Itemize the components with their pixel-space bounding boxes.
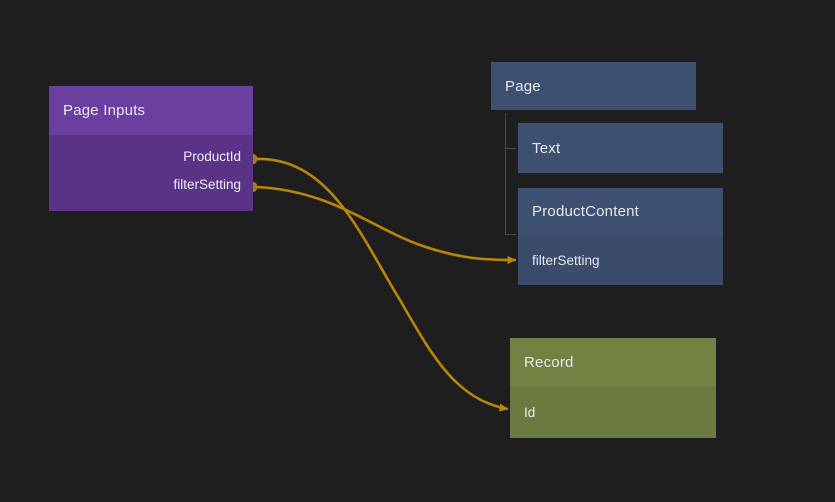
node-page-inputs-header[interactable]: Page Inputs [49,86,253,135]
field-record-id: Id [524,404,536,420]
node-page[interactable]: Page [491,62,696,110]
port-label-filtersetting: filterSetting [173,176,241,192]
edge-filtersetting-to-productcontent [255,185,517,264]
node-text-title: Text [532,139,561,157]
node-record-header[interactable]: Record [510,338,716,386]
port-label-productid: ProductId [183,148,241,164]
node-page-inputs-title: Page Inputs [63,102,146,119]
node-product-content-title: ProductContent [532,203,640,220]
tree-line-branch-productcontent [505,234,516,235]
node-product-content[interactable]: ProductContent filterSetting [518,188,723,285]
node-page-inputs[interactable]: Page Inputs ProductId filterSetting [49,86,253,211]
node-page-inputs-body: ProductId filterSetting [49,135,253,211]
port-row-filtersetting[interactable]: filterSetting [49,170,253,198]
tree-line-vertical [505,113,506,235]
field-product-content-filtersetting: filterSetting [532,252,600,268]
node-product-content-body[interactable]: filterSetting [518,235,723,285]
node-record-title: Record [524,353,574,371]
node-text[interactable]: Text [518,123,723,173]
node-page-header[interactable]: Page [491,62,696,110]
port-row-productid[interactable]: ProductId [49,142,253,170]
node-page-title: Page [505,77,541,95]
node-product-content-header[interactable]: ProductContent [518,188,723,235]
node-text-header[interactable]: Text [518,123,723,173]
tree-line-branch-text [505,148,516,149]
edge-productid-to-record-id [255,157,509,412]
node-record[interactable]: Record Id [510,338,716,438]
node-record-body[interactable]: Id [510,386,716,438]
